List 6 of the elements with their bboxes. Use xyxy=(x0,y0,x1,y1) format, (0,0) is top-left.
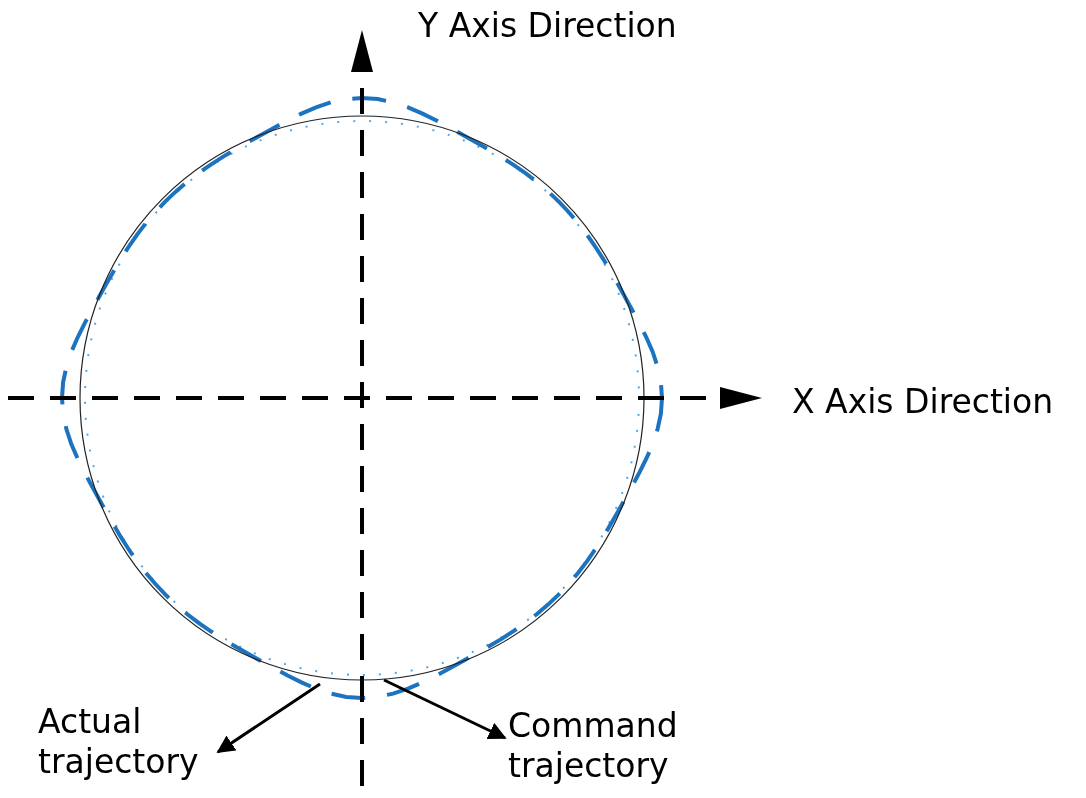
leader-arrow xyxy=(383,678,507,740)
axis-label: Y Axis Direction xyxy=(418,6,677,46)
leader-arrow xyxy=(216,682,321,754)
trajectory-label: Command trajectory xyxy=(508,706,708,786)
axis-label: X Axis Direction xyxy=(792,382,1054,422)
trajectory-label: Actual trajectory xyxy=(38,702,228,782)
